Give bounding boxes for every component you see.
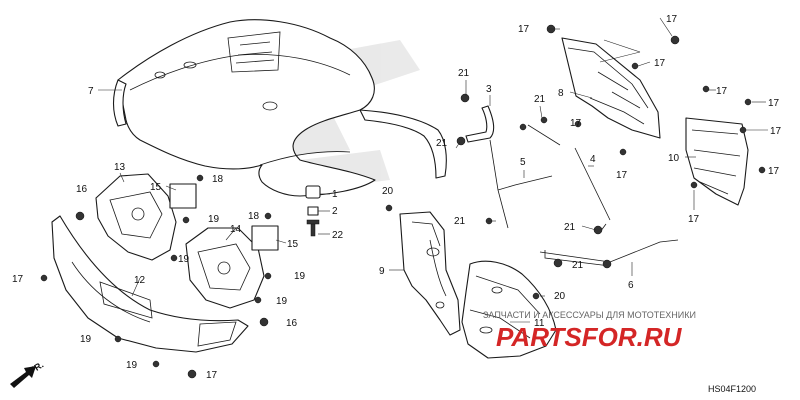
direction-label: FR. (28, 360, 46, 376)
label-21e: 21 (564, 222, 576, 233)
label-14: 14 (230, 224, 242, 235)
label-4: 4 (590, 154, 596, 165)
label-17g: 17 (768, 98, 780, 109)
label-17i: 17 (768, 166, 780, 177)
front-fender-part (112, 19, 447, 197)
label-17b: 17 (666, 14, 678, 25)
watermark-brand: PARTSFOR.RU (496, 322, 683, 352)
label-19f: 19 (126, 360, 138, 371)
label-15b: 15 (287, 239, 299, 250)
stay-rod-3-part (456, 93, 495, 146)
label-8: 8 (558, 88, 564, 99)
label-20b: 20 (554, 291, 566, 302)
fasteners (40, 24, 766, 379)
label-17k: 17 (12, 274, 24, 285)
label-17d: 17 (616, 170, 628, 181)
label-18b: 18 (248, 211, 260, 222)
label-19b: 19 (178, 254, 190, 265)
inner-guard-11-part (461, 260, 557, 359)
wire-stay-5-part (485, 123, 561, 229)
label-17l: 17 (206, 370, 218, 381)
label-6: 6 (628, 280, 634, 291)
label-13: 13 (114, 162, 126, 173)
label-11: 11 (534, 318, 545, 329)
label-1: 1 (332, 189, 338, 200)
label-7: 7 (88, 86, 94, 97)
label-22: 22 (332, 230, 344, 241)
label-17j: 17 (688, 214, 700, 225)
label-17a: 17 (518, 24, 530, 35)
grommet-stack-part (305, 185, 321, 237)
label-19a: 19 (208, 214, 220, 225)
label-5: 5 (520, 157, 526, 168)
label-21d: 21 (454, 216, 466, 227)
label-16b: 16 (286, 318, 298, 329)
label-18a: 18 (212, 174, 224, 185)
bracket-13-part (95, 173, 197, 261)
leader-lines (98, 17, 768, 323)
part-number-labels: 7 17 17 17 8 21 3 21 21 5 4 17 17 17 17 … (12, 14, 782, 381)
label-19d: 19 (276, 296, 288, 307)
label-17e: 17 (570, 118, 582, 129)
watermark-subtitle: ЗАПЧАСТИ И АКСЕССУАРЫ ДЛЯ МОТОТЕХНИКИ (483, 310, 696, 320)
partsfor-watermark: ЗАПЧАСТИ И АКСЕССУАРЫ ДЛЯ МОТОТЕХНИКИ PA… (483, 310, 696, 352)
label-10: 10 (668, 153, 680, 164)
label-21b: 21 (534, 94, 546, 105)
label-17c: 17 (654, 58, 666, 69)
rod-6-part (539, 239, 679, 269)
side-panel-9-part (399, 211, 461, 336)
label-16a: 16 (76, 184, 88, 195)
label-17h: 17 (770, 126, 782, 137)
label-17f: 17 (716, 86, 728, 97)
label-21c: 21 (436, 138, 448, 149)
front-direction-arrow: FR. (10, 360, 45, 388)
rod-4-part (574, 147, 611, 235)
label-21a: 21 (458, 68, 470, 79)
front-cover-12-part (51, 215, 249, 353)
diagram-code: HS04F1200 (708, 384, 756, 394)
label-9: 9 (379, 266, 385, 277)
label-12: 12 (134, 275, 146, 286)
mud-guard-8-part (561, 37, 661, 139)
label-15a: 15 (150, 182, 162, 193)
mud-guard-10-part (685, 117, 749, 206)
label-21f: 21 (572, 260, 584, 271)
label-2: 2 (332, 206, 338, 217)
label-3: 3 (486, 84, 492, 95)
label-19e: 19 (80, 334, 92, 345)
label-19c: 19 (294, 271, 306, 282)
bracket-14-part (185, 225, 279, 309)
label-20a: 20 (382, 186, 394, 197)
